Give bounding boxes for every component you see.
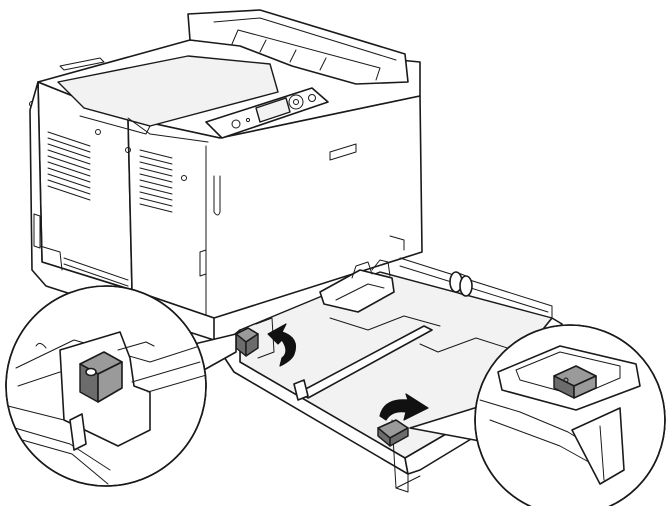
curved-arrow-icon (379, 393, 429, 421)
front-vents (139, 149, 173, 213)
right-callout (474, 324, 666, 506)
control-panel (205, 87, 329, 139)
curved-arrow-icon (267, 323, 297, 367)
rear-paper-guide (319, 259, 395, 313)
front-label (329, 143, 357, 161)
left-side-vents (47, 131, 91, 201)
nav-button-ring (288, 94, 304, 110)
cancel-button (308, 94, 316, 102)
side-paper-guide (377, 419, 409, 447)
rear-guide-arrow (267, 323, 297, 367)
left-callout (5, 285, 207, 487)
power-button (231, 119, 241, 129)
feed-roller (449, 271, 473, 297)
rear-paper-guide-tab (235, 327, 259, 357)
rear-output-stacker (187, 9, 409, 85)
side-guide-arrow (379, 393, 429, 421)
printer-base (29, 81, 215, 341)
printer-body (29, 9, 423, 341)
lcd-screen (255, 97, 291, 123)
